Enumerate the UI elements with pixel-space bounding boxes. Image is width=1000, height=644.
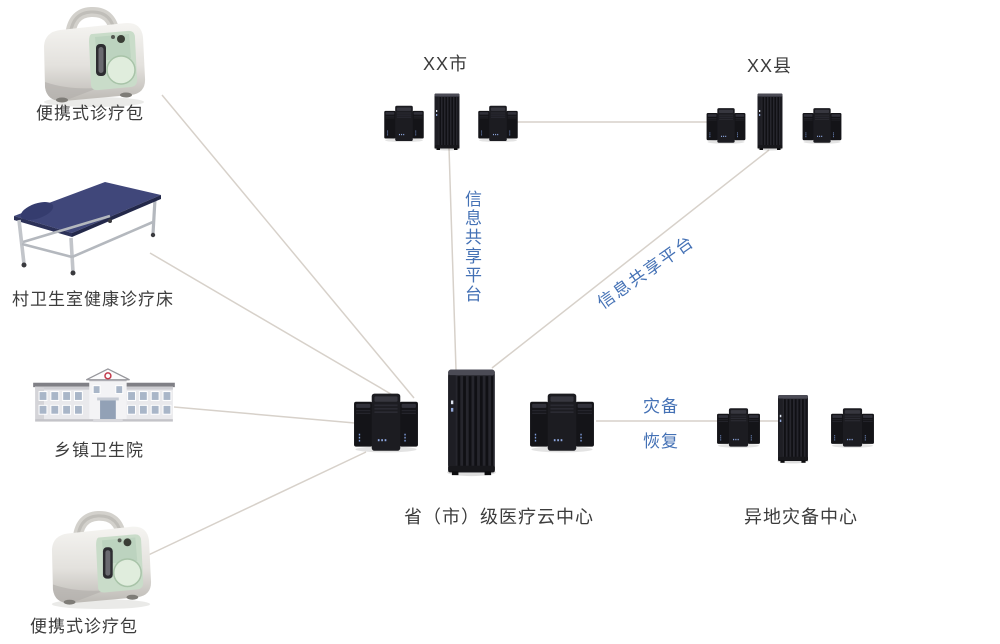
county-server-group-left bbox=[705, 106, 747, 144]
portable-kit-bottom-image bbox=[36, 510, 164, 610]
clinic-bed-label: 村卫生室健康诊疗床 bbox=[12, 290, 174, 309]
disaster-backup-label: 灾备 bbox=[643, 397, 679, 416]
city-server-rack bbox=[432, 91, 462, 151]
portable-kit-top-image bbox=[28, 6, 158, 108]
info-share-platform-vertical-label: 信息共享平台 bbox=[462, 190, 481, 304]
city-label: XX市 bbox=[423, 54, 469, 74]
township-hospital-image bbox=[30, 366, 178, 427]
dr-center-label: 异地灾备中心 bbox=[744, 507, 858, 527]
link-city-to-cloud bbox=[448, 147, 457, 371]
dr-center-server-group-left bbox=[714, 406, 763, 448]
city-server-group-right bbox=[477, 103, 519, 143]
link-bed-to-cloud bbox=[149, 252, 397, 398]
recovery-label: 恢复 bbox=[643, 432, 679, 451]
dr-center-server-group-right bbox=[829, 406, 876, 448]
cloud-center-server-rack bbox=[443, 365, 500, 477]
cloud-center-label: 省（市）级医疗云中心 bbox=[404, 507, 594, 527]
county-server-group-right bbox=[801, 106, 843, 144]
county-server-rack bbox=[755, 91, 785, 151]
clinic-bed-image bbox=[8, 172, 168, 277]
link-county-to-cloud bbox=[491, 149, 770, 369]
dr-center-server-rack bbox=[774, 392, 812, 464]
link-hospital-to-cloud bbox=[173, 406, 367, 425]
city-server-group-left bbox=[383, 103, 425, 143]
link-kit-bottom-to-cloud bbox=[141, 451, 367, 559]
cloud-center-server-group-right bbox=[528, 390, 596, 453]
portable-kit-top-label: 便携式诊疗包 bbox=[36, 104, 144, 123]
township-hospital-label: 乡镇卫生院 bbox=[54, 441, 144, 460]
portable-kit-bottom-label: 便携式诊疗包 bbox=[30, 617, 138, 636]
county-label: XX县 bbox=[747, 56, 793, 76]
link-kit-top-to-cloud bbox=[161, 94, 415, 399]
cloud-center-server-group-left bbox=[352, 390, 420, 453]
